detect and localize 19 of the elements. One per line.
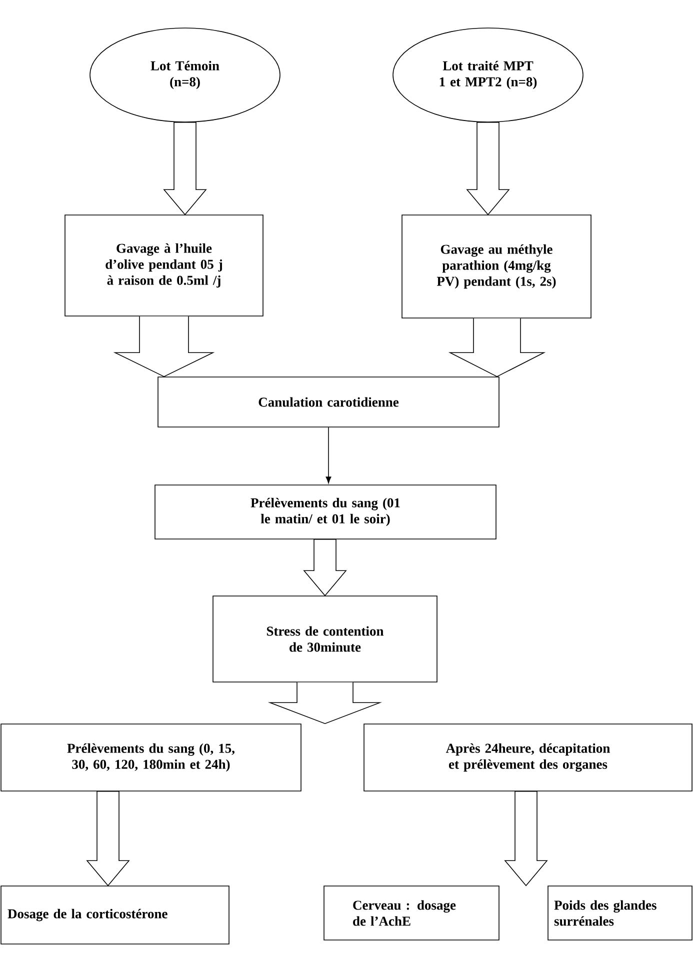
arrow — [268, 682, 382, 724]
process-box: Prélèvements du sang (0, 15, 30, 60, 120, 180min et 24h) — [0, 724, 302, 792]
process-box: Après 24heure, décapitation et prélèvement des organes — [364, 724, 692, 792]
arrow — [448, 318, 546, 378]
process-box: Cerveau : dosage de l’AchE — [324, 886, 500, 940]
arrow — [326, 427, 332, 484]
arrow — [163, 122, 207, 216]
arrow — [466, 122, 510, 216]
arrow — [113, 316, 215, 378]
process-box: Stress de contention de 30minute — [212, 596, 438, 682]
process-box: Prélèvements du sang (01 le matin/ et 01 le soir) — [154, 484, 496, 540]
arrow — [303, 539, 347, 596]
process-box: Poids des glandes surrénales — [548, 886, 692, 940]
process-box: Canulation carotidienne — [158, 376, 500, 428]
process-box: Gavage au méthyle parathion (4mg/kg PV) pendant (1s, 2s) — [402, 214, 592, 318]
process-box: Gavage à l’huile d’olive pendant 05 j à raison de 0.5ml /j — [64, 214, 264, 316]
arrow — [86, 791, 130, 886]
arrow — [504, 791, 548, 886]
process-box: Dosage de la corticostérone — [0, 886, 230, 944]
